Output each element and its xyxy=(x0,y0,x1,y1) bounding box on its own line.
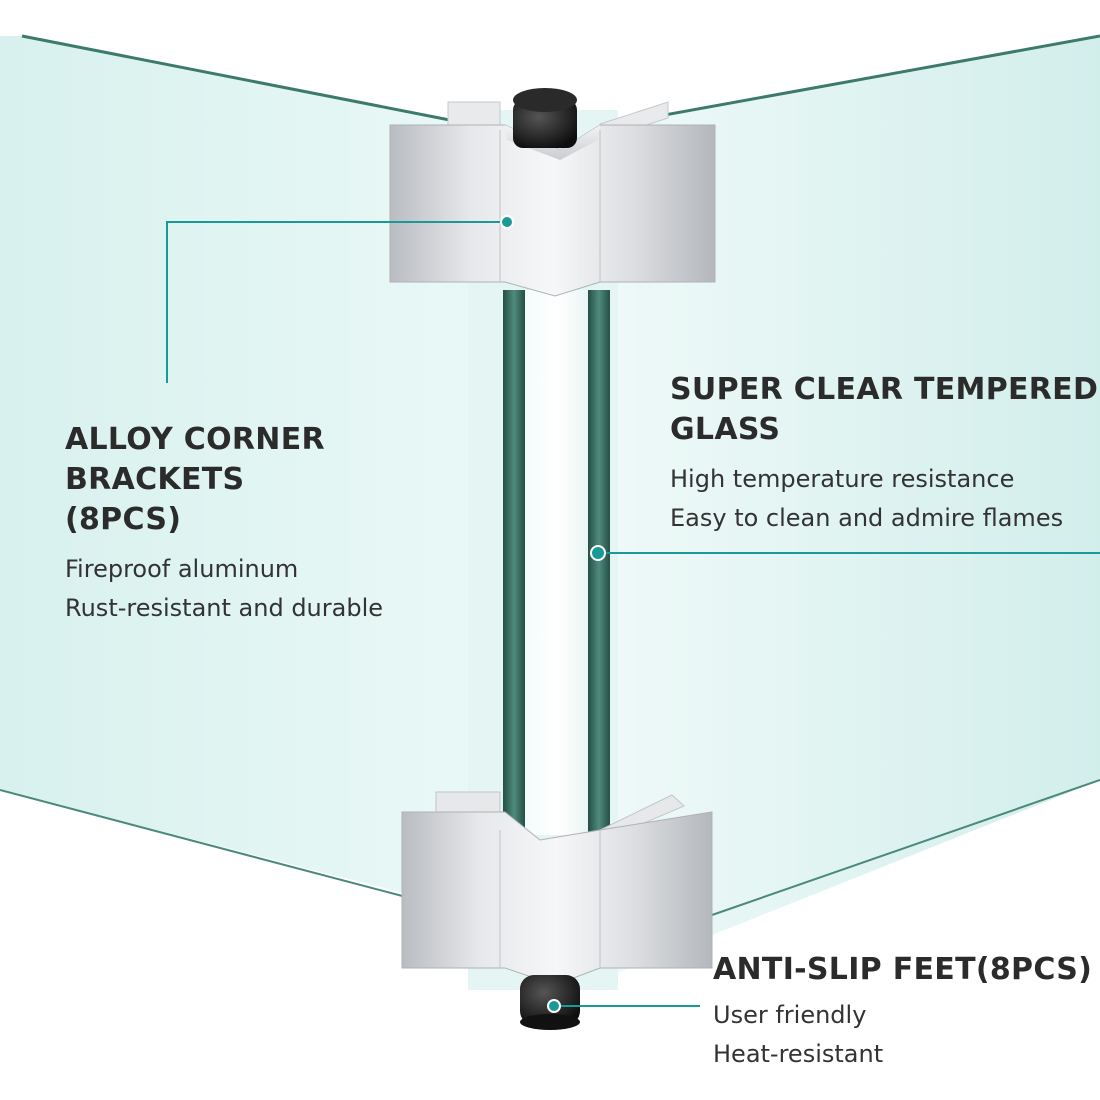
callout-description-line: Fireproof aluminum xyxy=(65,555,299,583)
callout-title-line: GLASS xyxy=(670,412,781,447)
anti-slip-foot xyxy=(520,975,580,1030)
glass-corner-gap xyxy=(525,290,588,835)
callout-title-line: ALLOY CORNER BRACKETS xyxy=(65,422,325,497)
bottom-corner-bracket xyxy=(401,791,713,986)
callout-title-line: (8PCS) xyxy=(65,502,182,537)
callout-title-line: ANTI-SLIP FEET(8PCS) xyxy=(713,952,1093,987)
callout-leader-feet xyxy=(547,999,700,1013)
callout-title-line: SUPER CLEAR TEMPERED xyxy=(670,372,1099,407)
glass-top-edge-right xyxy=(614,34,1100,126)
glass-bottom-edge-left xyxy=(0,789,411,899)
callout-leader-brackets xyxy=(166,215,514,383)
glass-bottom-edge-right xyxy=(711,779,1100,916)
glass-edge-vertical-left xyxy=(503,290,525,835)
callout-anti-slip-feet: ANTI-SLIP FEET(8PCS) User friendly Heat-… xyxy=(713,950,1100,1074)
top-knob xyxy=(513,88,577,148)
glass-panel-right xyxy=(612,36,1100,975)
callout-description-line: Rust-resistant and durable xyxy=(65,594,383,622)
callout-alloy-corner-brackets: ALLOY CORNER BRACKETS (8PCS) Fireproof a… xyxy=(65,420,505,628)
glass-top-edge-left xyxy=(21,34,471,126)
glass-panel-left xyxy=(0,36,470,910)
callout-description-line: Easy to clean and admire flames xyxy=(670,504,1064,532)
callout-description-line: Heat-resistant xyxy=(713,1040,884,1068)
callout-description-line: User friendly xyxy=(713,1001,867,1029)
callout-leader-glass xyxy=(590,545,1100,561)
callout-description-line: High temperature resistance xyxy=(670,465,1015,493)
glass-edge-vertical-right xyxy=(588,290,610,835)
callout-tempered-glass: SUPER CLEAR TEMPERED GLASS High temperat… xyxy=(670,370,1100,538)
